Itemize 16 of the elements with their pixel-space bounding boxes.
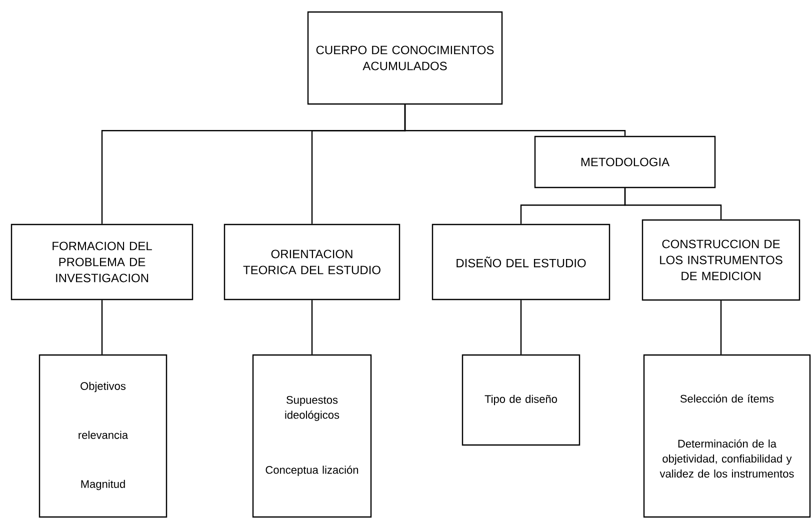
connector-line xyxy=(720,300,722,354)
connector-line xyxy=(101,300,103,354)
concept-box: DISEÑO DEL ESTUDIO xyxy=(432,224,610,300)
concept-box: ORIENTACION TEORICA DEL ESTUDIO xyxy=(224,224,400,300)
connector-line xyxy=(624,188,722,220)
item-box: Tipo de diseño xyxy=(462,354,580,446)
connector-line xyxy=(520,300,522,354)
item-box: Supuestos ideológicos Conceptua lización xyxy=(252,354,372,518)
item-box: Selección de ítems Determinación de la objetividad, confiabilidad y validez de los instrumentos xyxy=(643,354,811,518)
item-box: Objetivos relevancia Magnitud xyxy=(38,354,168,518)
concept-box: METODOLOGIA xyxy=(534,136,716,188)
concept-box: CUERPO DE CONOCIMIENTOS ACUMULADOS xyxy=(307,11,503,105)
connector-line xyxy=(311,300,313,354)
concept-box: FORMACION DEL PROBLEMA DE INVESTIGACION xyxy=(10,224,194,300)
connector-line xyxy=(404,104,626,136)
concept-box: CONSTRUCCION DE LOS INSTRUMENTOS DE MEDICION xyxy=(642,219,800,301)
